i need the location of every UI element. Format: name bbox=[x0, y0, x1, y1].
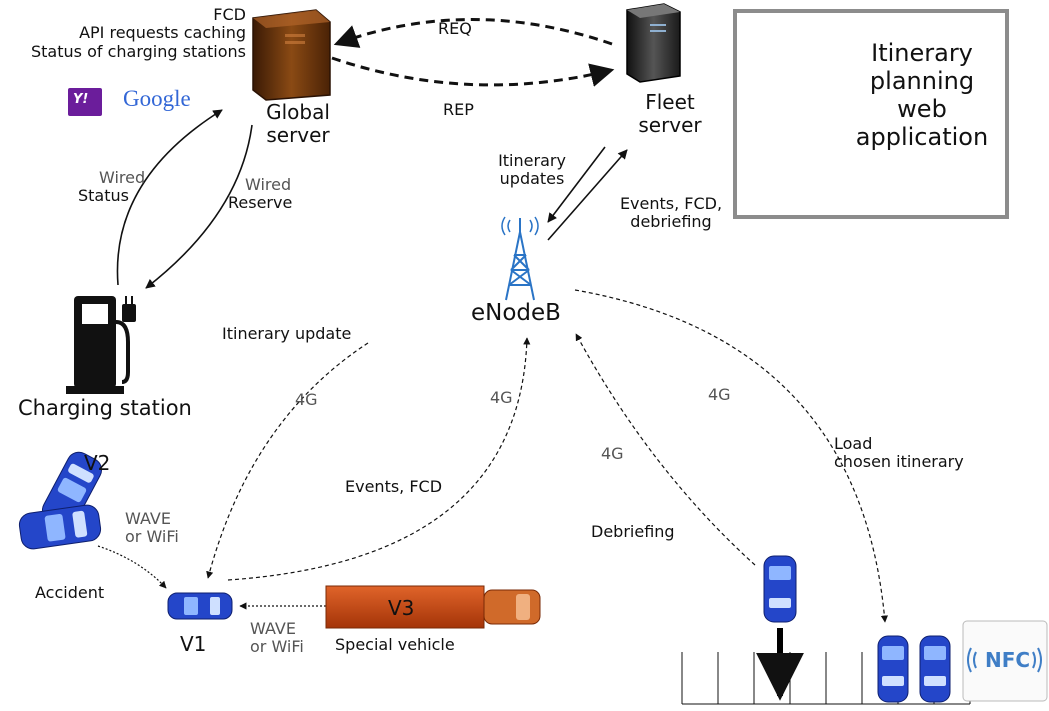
itinerary-updates-line2: updates bbox=[499, 169, 565, 189]
itinerary-app-panel: Itinerary planning web application bbox=[733, 9, 1009, 219]
events-fcd-debriefing-label: Events, FCD, debriefing bbox=[603, 194, 739, 232]
fleet-server-label-line1: Fleet bbox=[645, 90, 695, 114]
v3-truck-icon bbox=[325, 585, 541, 629]
wave-v2-v1-arrow bbox=[97, 545, 167, 589]
rep-arrow bbox=[331, 56, 615, 87]
wave-wifi-label-v2: WAVE or WiFi bbox=[125, 509, 179, 547]
v2-label: V2 bbox=[84, 451, 111, 475]
global-server-services: FCD API requests caching Status of charg… bbox=[0, 5, 246, 61]
global-server-label: Global server bbox=[248, 101, 348, 147]
wired-reserve-arrow bbox=[145, 124, 253, 289]
itinerary-app-line3: web bbox=[897, 95, 947, 124]
4g-label-right: 4G bbox=[708, 385, 731, 404]
itinerary-app-line1: Itinerary bbox=[871, 39, 973, 67]
events-fcd-debriefing-line2: debriefing bbox=[630, 212, 712, 232]
wired-status-text: Status bbox=[78, 186, 129, 206]
4g-label-left: 4G bbox=[295, 390, 318, 409]
fleet-server-label-line2: server bbox=[638, 113, 702, 137]
load-chosen-itinerary-label: Load chosen itinerary bbox=[834, 434, 964, 472]
nfc-card-icon bbox=[962, 620, 1048, 702]
yahoo-logo-icon bbox=[68, 88, 102, 116]
itinerary-app-line2: planning bbox=[869, 67, 975, 96]
special-vehicle-label: Special vehicle bbox=[335, 635, 455, 654]
events-fcd-debriefing-arrow bbox=[547, 149, 628, 241]
global-server-label-line2: server bbox=[266, 123, 330, 147]
wired-reserve-medium: Wired bbox=[245, 175, 292, 194]
v3-label: V3 bbox=[388, 596, 415, 620]
charging-station-label: Charging station bbox=[18, 396, 192, 420]
itinerary-update-label: Itinerary update bbox=[222, 324, 352, 343]
rep-label: REP bbox=[443, 100, 474, 119]
events-fcd-4g-link bbox=[227, 337, 531, 581]
service-charging-status: Status of charging stations bbox=[31, 41, 246, 61]
accident-label: Accident bbox=[35, 583, 105, 602]
wave-wifi-label-v3: WAVE or WiFi bbox=[250, 619, 304, 657]
global-server-label-line1: Global bbox=[266, 100, 330, 124]
v1-label: V1 bbox=[180, 632, 207, 656]
service-fcd: FCD bbox=[213, 5, 246, 24]
wired-status-label: Wired Status bbox=[78, 168, 146, 206]
itinerary-app-line4: application bbox=[855, 123, 989, 152]
wave-v2-line1: WAVE bbox=[125, 509, 171, 528]
4g-label-center: 4G bbox=[490, 388, 513, 407]
fleet-server-label: Fleet server bbox=[620, 91, 720, 137]
load-line1: Load bbox=[834, 434, 873, 453]
load-itinerary-4g-link bbox=[574, 289, 889, 623]
itinerary-updates-line1: Itinerary bbox=[498, 151, 566, 170]
4g-label-debrief: 4G bbox=[601, 444, 624, 463]
wired-status-arrow bbox=[116, 109, 223, 286]
google-logo: Google bbox=[123, 86, 191, 111]
debriefing-car-icon bbox=[763, 555, 797, 623]
parked-cars-icon bbox=[877, 635, 951, 703]
wave-v2-line2: or WiFi bbox=[125, 527, 179, 547]
enodeb-tower-icon bbox=[501, 216, 539, 301]
load-line2: chosen itinerary bbox=[834, 452, 964, 472]
nfc-label: NFC bbox=[985, 648, 1031, 672]
itinerary-updates-label: Itinerary updates bbox=[482, 151, 582, 189]
debriefing-label: Debriefing bbox=[591, 522, 675, 541]
fleet-server-icon bbox=[626, 3, 681, 83]
wired-status-medium: Wired bbox=[99, 168, 146, 187]
charging-station-icon bbox=[66, 296, 136, 394]
wave-v3-line1: WAVE bbox=[250, 619, 296, 638]
events-fcd-debriefing-line1: Events, FCD, bbox=[619, 194, 723, 213]
itinerary-updates-arrow bbox=[547, 146, 606, 223]
wave-v3-line2: or WiFi bbox=[250, 637, 304, 657]
enodeb-label: eNodeB bbox=[471, 300, 561, 326]
yahoo-logo-text: Y! bbox=[73, 92, 89, 107]
service-api-caching: API requests caching bbox=[79, 23, 246, 43]
req-arrow bbox=[333, 18, 613, 48]
itinerary-app-title: Itinerary planning web application bbox=[837, 39, 1007, 151]
debriefing-4g-link bbox=[575, 333, 756, 566]
events-fcd-label: Events, FCD bbox=[345, 477, 443, 496]
wired-reserve-label: Wired Reserve bbox=[228, 175, 292, 213]
global-server-icon bbox=[252, 9, 331, 101]
wired-reserve-text: Reserve bbox=[228, 193, 293, 213]
v1-car-icon bbox=[167, 592, 233, 620]
itinerary-update-4g-link bbox=[206, 342, 369, 579]
v2-accident-cars-icon bbox=[18, 451, 103, 550]
req-label: REQ bbox=[438, 19, 472, 38]
